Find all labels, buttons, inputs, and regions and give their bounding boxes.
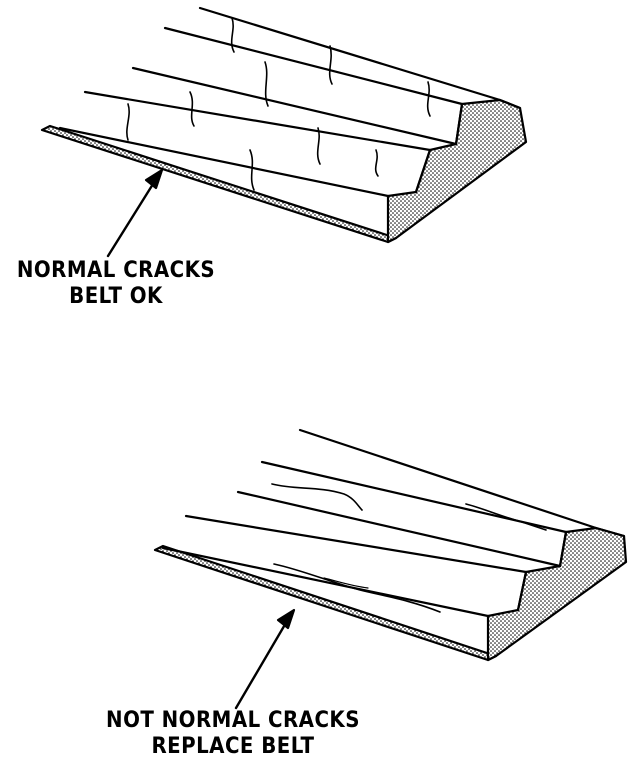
belt-backing-worn (153, 544, 498, 662)
crack-2 (189, 91, 195, 127)
long-crack-3 (273, 563, 441, 613)
crack-4 (328, 45, 333, 85)
belt-end-face-worn (486, 526, 628, 662)
leader-line-normal (106, 174, 160, 258)
crack-6 (249, 149, 255, 191)
crack-3 (264, 61, 269, 107)
rib-edge-w3 (236, 490, 562, 568)
long-crack-1 (271, 483, 363, 511)
belt-backing (40, 124, 398, 244)
caption-not-normal-line2: REPLACE BELT (151, 734, 315, 759)
crack-8 (374, 149, 379, 177)
leader-arrowhead-normal (144, 168, 164, 190)
rib-edge-w5 (161, 546, 490, 618)
leader-line-worn (234, 614, 292, 710)
rib-edge-w1 (298, 428, 598, 530)
caption-normal: NORMAL CRACKS BELT OK (12, 258, 221, 310)
leader-arrowhead-worn (276, 608, 296, 630)
long-crack-4 (323, 577, 369, 589)
rib-edge-w4 (184, 514, 528, 574)
caption-normal-line1: NORMAL CRACKS (16, 258, 216, 283)
belt-end-face (386, 98, 528, 244)
crack-7 (316, 127, 321, 165)
belt-worn-illustration (153, 428, 628, 710)
rib-edge-2 (163, 26, 464, 106)
rib-edge-1 (198, 6, 502, 102)
rib-edge-5 (58, 126, 390, 198)
belt-normal-illustration (40, 6, 528, 258)
caption-not-normal: NOT NORMAL CRACKS REPLACE BELT (103, 708, 364, 760)
rib-edge-3 (131, 66, 458, 146)
crack-9 (426, 81, 431, 117)
caption-normal-line2: BELT OK (69, 284, 163, 309)
caption-not-normal-line1: NOT NORMAL CRACKS (106, 708, 360, 733)
long-crack-2 (465, 503, 547, 531)
crack-1 (230, 17, 235, 53)
crack-5 (126, 103, 130, 141)
rib-edge-4 (83, 90, 432, 152)
